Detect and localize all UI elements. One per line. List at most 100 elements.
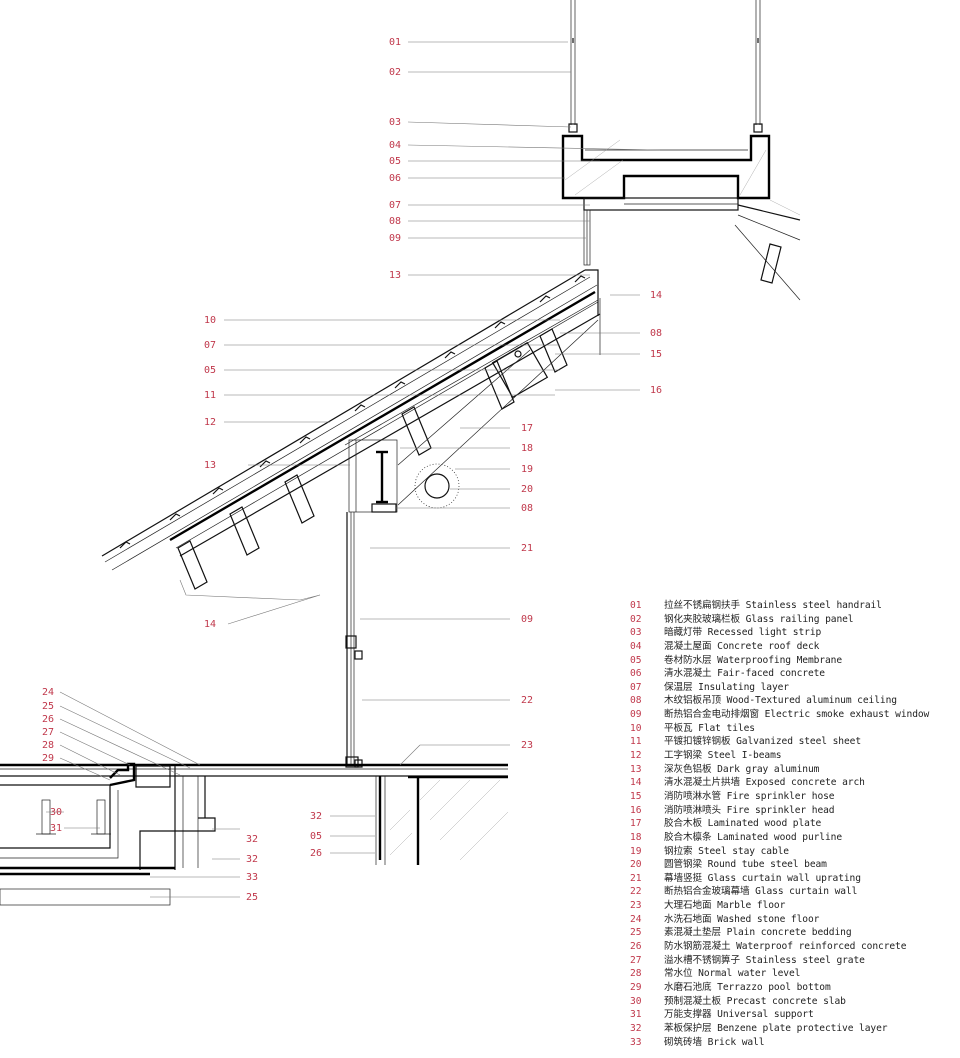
callout: 28	[42, 740, 54, 751]
callout: 14	[650, 290, 662, 301]
callout: 31	[50, 823, 62, 834]
legend-text: 深灰色铝板 Dark gray aluminum	[664, 763, 820, 775]
legend-text: 万能支撑器 Universal support	[664, 1009, 814, 1021]
legend-item: 31 万能支撑器 Universal support	[630, 1008, 929, 1022]
callout: 26	[310, 848, 322, 859]
callout: 15	[650, 349, 662, 360]
glass-curtain-wall	[345, 512, 363, 768]
callout: 32	[310, 811, 322, 822]
legend-number: 07	[630, 681, 642, 693]
callout: 07	[389, 200, 401, 211]
callout: 08	[650, 328, 662, 339]
legend-number: 26	[630, 941, 642, 953]
legend-text: 溢水槽不锈钢箅子 Stainless steel grate	[664, 954, 865, 966]
legend-text: 暗藏灯带 Recessed light strip	[664, 627, 822, 639]
legend-number: 18	[630, 831, 642, 843]
callout: 29	[42, 753, 54, 764]
legend-number: 11	[630, 736, 642, 748]
legend-item: 06 清水混凝土 Fair-faced concrete	[630, 667, 929, 681]
legend-item: 25 素混凝土垫层 Plain concrete bedding	[630, 926, 929, 940]
callout: 22	[521, 695, 533, 706]
callout: 12	[204, 417, 216, 428]
legend-item: 33 砌筑砖墙 Brick wall	[630, 1036, 929, 1050]
legend-text: 木纹铝板吊顶 Wood-Textured aluminum ceiling	[664, 695, 897, 707]
callout: 32	[246, 854, 258, 865]
callout: 05	[389, 156, 401, 167]
callout: 09	[389, 233, 401, 244]
legend-text: 清水混凝土 Fair-faced concrete	[664, 668, 825, 680]
legend-text: 素混凝土垫层 Plain concrete bedding	[664, 927, 852, 939]
callout: 01	[389, 37, 401, 48]
callout: 11	[204, 390, 216, 401]
callout: 10	[204, 315, 216, 326]
legend-number: 12	[630, 750, 642, 762]
callout: 21	[521, 543, 533, 554]
legend-text: 钢拉索 Steel stay cable	[664, 845, 789, 857]
legend-text: 平镀扣镀锌钢板 Galvanized steel sheet	[664, 736, 862, 748]
legend-text: 砌筑砖墙 Brick wall	[664, 1036, 765, 1048]
legend-text: 预制混凝土板 Precast concrete slab	[664, 995, 846, 1007]
legend-number: 31	[630, 1009, 642, 1021]
legend-number: 10	[630, 722, 642, 734]
legend-number: 13	[630, 763, 642, 775]
legend-item: 13 深灰色铝板 Dark gray aluminum	[630, 763, 929, 777]
legend-number: 09	[630, 709, 642, 721]
glass-railing	[568, 0, 763, 133]
legend-number: 33	[630, 1036, 642, 1048]
callout: 13	[204, 460, 216, 471]
callout: 17	[521, 423, 533, 434]
legend-number: 06	[630, 668, 642, 680]
legend-number: 24	[630, 913, 642, 925]
callout: 04	[389, 140, 401, 151]
callout: 26	[42, 714, 54, 725]
legend-text: 断热铝合金电动排烟窗 Electric smoke exhaust window	[664, 709, 930, 721]
legend-number: 25	[630, 927, 642, 939]
callout: 02	[389, 67, 401, 78]
legend-text: 消防喷淋水管 Fire sprinkler hose	[664, 790, 835, 802]
legend-item: 22 断热铝合金玻璃幕墙 Glass curtain wall	[630, 885, 929, 899]
callout: 32	[246, 834, 258, 845]
legend-text: 钢化夹胶玻璃栏板 Glass railing panel	[664, 613, 854, 625]
legend-text: 消防喷淋喷头 Fire sprinkler head	[664, 804, 835, 816]
legend-number: 32	[630, 1022, 642, 1034]
legend-text: 拉丝不锈扁钢扶手 Stainless steel handrail	[664, 600, 882, 611]
legend-text: 胶合木檩条 Laminated wood purline	[664, 831, 843, 843]
legend-text: 圆管钢梁 Round tube steel beam	[664, 859, 827, 871]
legend-item: 08 木纹铝板吊顶 Wood-Textured aluminum ceiling	[630, 694, 929, 708]
callout: 14	[204, 619, 216, 630]
callout: 08	[389, 216, 401, 227]
leader-lines	[46, 41, 661, 898]
legend-number: 19	[630, 845, 642, 857]
callout-labels: 01 02 03 04 05 06 07 08 09 13 10 07 05 1…	[42, 37, 662, 903]
legend-number: 04	[630, 640, 642, 652]
legend-item: 11 平镀扣镀锌钢板 Galvanized steel sheet	[630, 735, 929, 749]
legend-number: 22	[630, 886, 642, 898]
callout: 18	[521, 443, 533, 454]
legend-text: 大理石地面 Marble floor	[664, 900, 786, 912]
legend-number: 21	[630, 872, 642, 884]
legend-text: 清水混凝土片拱墙 Exposed concrete arch	[664, 777, 865, 789]
legend-text: 断热铝合金玻璃幕墙 Glass curtain wall	[664, 886, 858, 898]
legend-text: 水磨石池底 Terrazzo pool bottom	[664, 981, 831, 993]
legend-number: 08	[630, 695, 642, 707]
legend-text: 常水位 Normal water level	[664, 968, 801, 980]
callout: 33	[246, 872, 258, 883]
legend-text: 胶合木板 Laminated wood plate	[664, 818, 822, 830]
legend-number: 20	[630, 859, 642, 871]
concrete-roof-deck	[561, 134, 771, 211]
legend-text: 防水钢筋混凝土 Waterproof reinforced concrete	[664, 941, 907, 953]
pool-structure	[0, 762, 216, 906]
